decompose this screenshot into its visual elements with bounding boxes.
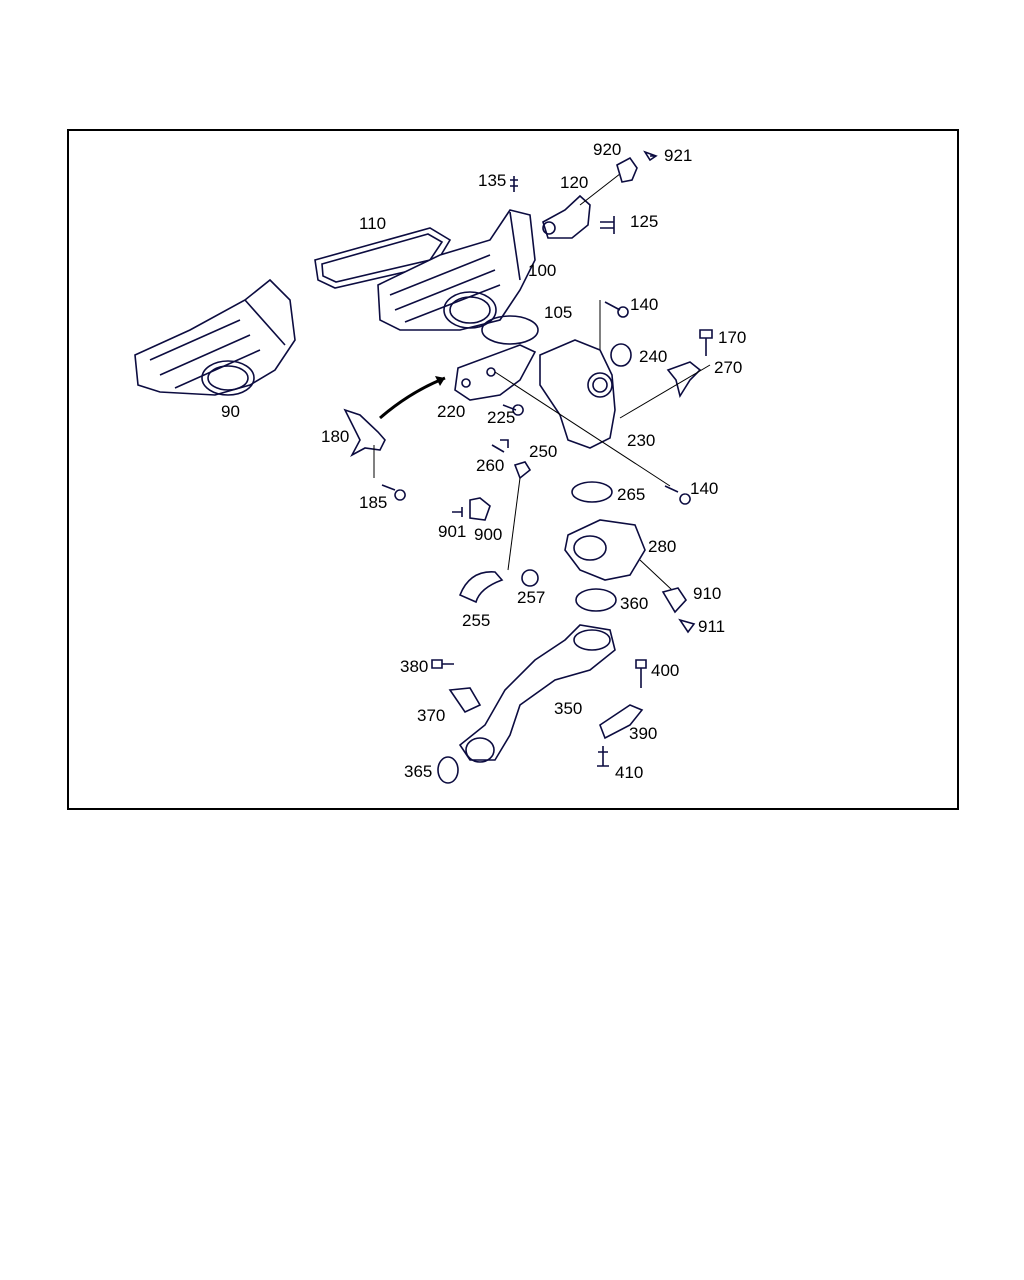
arrow <box>379 376 446 420</box>
label-280: 280 <box>648 537 676 556</box>
part-90-intake-manifold[interactable] <box>134 278 296 396</box>
label-220: 220 <box>437 402 465 421</box>
label-360: 360 <box>620 594 648 613</box>
label-900: 900 <box>474 525 502 544</box>
part-100-intake-manifold[interactable] <box>377 209 536 331</box>
label-365: 365 <box>404 762 432 781</box>
part-257-clamp[interactable] <box>521 569 539 587</box>
part-180-bracket[interactable] <box>343 408 386 457</box>
label-140: 140 <box>630 295 658 314</box>
label-920: 920 <box>593 140 621 159</box>
label-135: 135 <box>478 171 506 190</box>
label-260: 260 <box>476 456 504 475</box>
part-911-seal[interactable] <box>678 618 696 634</box>
label-185: 185 <box>359 493 387 512</box>
part-105-o-ring[interactable] <box>481 315 539 345</box>
part-255-hose[interactable] <box>458 571 504 604</box>
part-900-connector[interactable] <box>469 497 491 521</box>
part-230-throttle-housing[interactable] <box>539 339 616 449</box>
part-265-ring[interactable] <box>571 481 613 503</box>
part-921-seal[interactable] <box>643 150 658 162</box>
label-350: 350 <box>554 699 582 718</box>
part-170-bolt[interactable] <box>699 329 713 356</box>
label-265: 265 <box>617 485 645 504</box>
label-180: 180 <box>321 427 349 446</box>
label-110: 110 <box>359 214 386 233</box>
part-350-intake-pipe[interactable] <box>458 624 616 763</box>
part-250-sensor[interactable] <box>513 461 532 480</box>
part-910-connector[interactable] <box>661 587 688 614</box>
part-225-bolt[interactable] <box>502 404 524 416</box>
callout-labels: 920 921 135 120 125 110 100 105 140 170 … <box>221 140 746 782</box>
label-90: 90 <box>221 402 240 421</box>
label-105: 105 <box>544 303 572 322</box>
label-100: 100 <box>528 261 556 280</box>
part-380-bolt[interactable] <box>431 659 454 669</box>
label-250: 250 <box>529 442 557 461</box>
part-370-bracket[interactable] <box>448 687 482 714</box>
part-901-seal[interactable] <box>452 507 463 517</box>
part-135-plug[interactable] <box>510 176 518 192</box>
part-270-bracket[interactable] <box>666 361 702 399</box>
part-125-bolt[interactable] <box>600 216 615 234</box>
part-410-bolt[interactable] <box>597 746 609 767</box>
label-230: 230 <box>627 431 655 450</box>
label-225: 225 <box>487 408 515 427</box>
part-360-ring[interactable] <box>575 588 617 612</box>
label-911: 911 <box>698 617 725 636</box>
label-370: 370 <box>417 706 445 725</box>
label-400: 400 <box>651 661 679 680</box>
label-120: 120 <box>560 173 588 192</box>
part-120-sensor[interactable] <box>542 194 591 239</box>
label-380: 380 <box>400 657 428 676</box>
label-901: 901 <box>438 522 466 541</box>
part-365-ring[interactable] <box>437 756 459 784</box>
label-410: 410 <box>615 763 643 782</box>
part-240-ring[interactable] <box>610 343 632 367</box>
label-240: 240 <box>639 347 667 366</box>
label-390: 390 <box>629 724 657 743</box>
part-260-screw[interactable] <box>491 439 509 453</box>
part-185-bolt[interactable] <box>381 484 406 501</box>
label-255: 255 <box>462 611 490 630</box>
part-400-bolt[interactable] <box>635 659 647 688</box>
label-257: 257 <box>517 588 545 607</box>
label-125: 125 <box>630 212 658 231</box>
part-920-connector[interactable] <box>616 156 638 183</box>
part-390-bracket[interactable] <box>599 704 644 740</box>
label-140-lower: 140 <box>690 479 718 498</box>
label-910: 910 <box>693 584 721 603</box>
part-280-throttle-body[interactable] <box>564 519 646 581</box>
part-140-bolt[interactable] <box>604 301 629 318</box>
diagram-frame <box>67 129 959 810</box>
label-921: 921 <box>664 146 692 165</box>
part-140-bolt-lower[interactable] <box>664 485 691 505</box>
label-270: 270 <box>714 358 742 377</box>
label-170: 170 <box>718 328 746 347</box>
